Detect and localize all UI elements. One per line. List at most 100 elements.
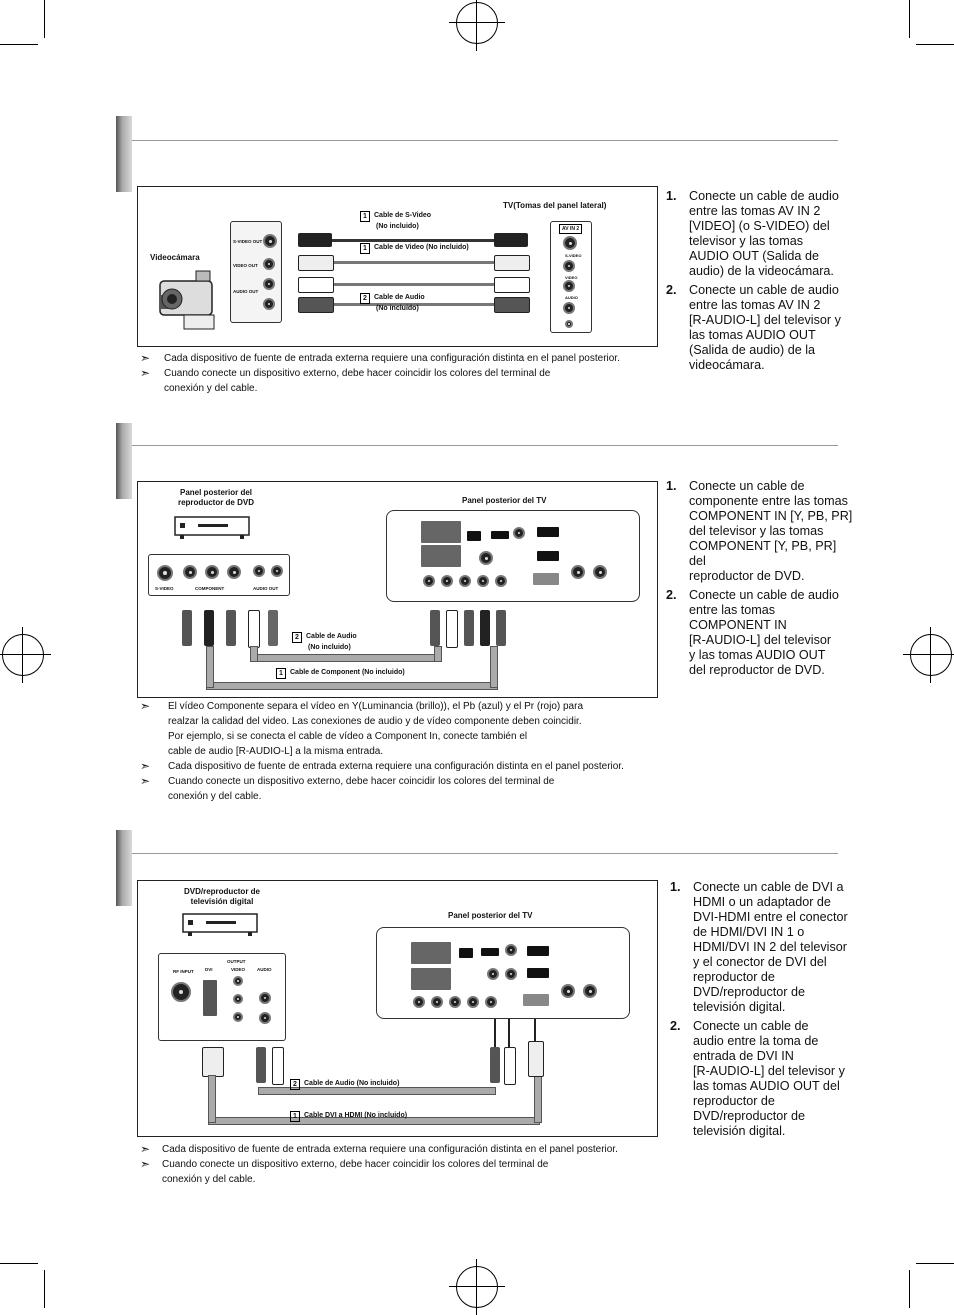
component-audio-r-jack[interactable] — [485, 996, 497, 1008]
audio-drop-left — [250, 646, 258, 662]
svideo-cable — [314, 239, 504, 242]
output-label: OUTPUT — [227, 959, 246, 964]
component-plug-pb-left — [204, 610, 214, 646]
step-2: 2. Conecte un cable de audio entre las t… — [666, 588, 839, 677]
component-audio-l-jack[interactable] — [467, 996, 479, 1008]
tv-rear-panel — [376, 927, 630, 1019]
tv-video-jack[interactable] — [563, 260, 575, 272]
hdmi-plug — [528, 1041, 544, 1077]
tv-panel-label: Panel posterior del TV — [462, 496, 547, 505]
dvi-drop-right — [534, 1075, 542, 1123]
dvi-audio-l-jack[interactable] — [487, 968, 499, 980]
tv-side-panel: AV IN 2 S-VIDEO VIDEO AUDIO — [550, 221, 592, 333]
dvd-pb-jack[interactable] — [205, 565, 219, 579]
hdmi-in-1-port[interactable] — [537, 527, 559, 537]
tag-1: 1 — [290, 1111, 300, 1122]
tag-1: 1 — [276, 668, 286, 679]
dvd-video-jack[interactable] — [233, 976, 243, 986]
pc-in-port[interactable] — [523, 994, 549, 1006]
section3-steps: 1. Conecte un cable de DVI a HDMI o un a… — [670, 880, 860, 1143]
tv-jack-block — [421, 521, 461, 543]
tv-panel-label: Panel posterior del TV — [448, 911, 533, 920]
section3-title-rule — [132, 853, 838, 854]
video-plug-left — [298, 255, 334, 271]
registration-mark-bottom — [449, 1259, 505, 1315]
tag-2: 2 — [290, 1079, 300, 1090]
dvd-audio-r-jack[interactable] — [271, 565, 283, 577]
audio-plug-right-r — [494, 297, 530, 313]
usb-port — [481, 948, 499, 956]
dvd-video-jack[interactable] — [233, 1012, 243, 1022]
cam-audio-r-jack[interactable] — [263, 298, 275, 310]
dvd-audio-l-jack[interactable] — [253, 565, 265, 577]
section2-title-rule — [132, 445, 838, 446]
tv-svideo-jack[interactable] — [563, 236, 577, 250]
hdmi-in-2-port[interactable] — [537, 551, 559, 561]
video-label: VIDEO — [231, 967, 246, 972]
audio-cable-run — [250, 654, 442, 662]
dvd-jack-panel: S-VIDEO COMPONENT AUDIO OUT — [148, 554, 290, 596]
dvd-y-jack[interactable] — [183, 565, 197, 579]
optical-port — [467, 531, 481, 541]
cam-svideo-jack[interactable] — [263, 234, 277, 248]
step-2: 2. Conecte un cable de audio entre las t… — [666, 283, 841, 372]
component-pr-jack[interactable] — [459, 575, 471, 587]
section1-diagram: Videocámara S-VIDEO OUT VIDEO OUT AUDIO … — [137, 186, 658, 347]
service-jack[interactable] — [513, 527, 525, 539]
cam-audio-l-jack[interactable] — [263, 278, 275, 290]
ant-in-jack[interactable] — [593, 565, 607, 579]
note: ➣ Cuando conecte un dispositivo externo,… — [140, 774, 555, 802]
ant-in-jack[interactable] — [583, 984, 597, 998]
headphone-jack[interactable] — [565, 320, 573, 328]
component-pb-jack[interactable] — [431, 996, 443, 1008]
dvi-plug — [202, 1047, 224, 1077]
dvd-audio-l-jack[interactable] — [259, 992, 271, 1004]
dvi-audio-r-jack[interactable] — [505, 968, 517, 980]
audio-plug-r-right — [446, 610, 458, 648]
dvi-label: DVI — [205, 967, 213, 972]
component-plug-pr-left — [226, 610, 236, 646]
component-pr-jack[interactable] — [449, 996, 461, 1008]
dvi-drop-left — [208, 1075, 216, 1123]
component-plug-y-right — [464, 610, 474, 646]
dvd-svideo-jack[interactable] — [157, 565, 173, 581]
section3-title-bar — [116, 830, 132, 906]
component-audio-l-jack[interactable] — [477, 575, 489, 587]
camcorder-icon — [159, 270, 215, 330]
audio-plug-left-r — [298, 297, 334, 313]
optical-port — [459, 948, 473, 958]
ant-in-jack[interactable] — [561, 984, 575, 998]
tv-audio-l-jack[interactable] — [563, 280, 575, 292]
dvd-svideo-label: S-VIDEO — [155, 586, 174, 591]
note: ➣ El vídeo Componente separa el vídeo en… — [140, 699, 584, 757]
section1-title-bar — [116, 116, 132, 192]
dvd-audio-r-jack[interactable] — [259, 1012, 271, 1024]
tv-audio-r-jack[interactable] — [563, 302, 575, 314]
rf-input-jack[interactable] — [171, 982, 191, 1002]
hdmi-in-1-port[interactable] — [527, 946, 549, 956]
section3-notes: ➣ Cada dispositivo de fuente de entrada … — [140, 1142, 660, 1187]
section2-notes: ➣ El vídeo Componente separa el vídeo en… — [140, 699, 660, 804]
cam-video-jack[interactable] — [263, 258, 275, 270]
component-audio-r-jack[interactable] — [495, 575, 507, 587]
ant-in-jack[interactable] — [571, 565, 585, 579]
svideo-jack[interactable] — [479, 551, 493, 565]
dvd-video-jack[interactable] — [233, 994, 243, 1004]
tag-1: 1 — [360, 211, 370, 222]
component-y-jack[interactable] — [423, 575, 435, 587]
dvi-port[interactable] — [203, 980, 217, 1016]
component-y-jack[interactable] — [413, 996, 425, 1008]
service-jack[interactable] — [505, 944, 517, 956]
section1-notes: ➣ Cada dispositivo de fuente de entrada … — [140, 351, 660, 396]
pc-in-port[interactable] — [533, 573, 559, 585]
component-plug-pr-right — [496, 610, 506, 646]
tag-2: 2 — [360, 293, 370, 304]
component-pb-jack[interactable] — [441, 575, 453, 587]
dvd-pr-jack[interactable] — [227, 565, 241, 579]
audio-plug-l-right — [430, 610, 440, 646]
rf-input-label: RF INPUT — [173, 969, 194, 974]
hdmi-in-2-port[interactable] — [527, 968, 549, 978]
